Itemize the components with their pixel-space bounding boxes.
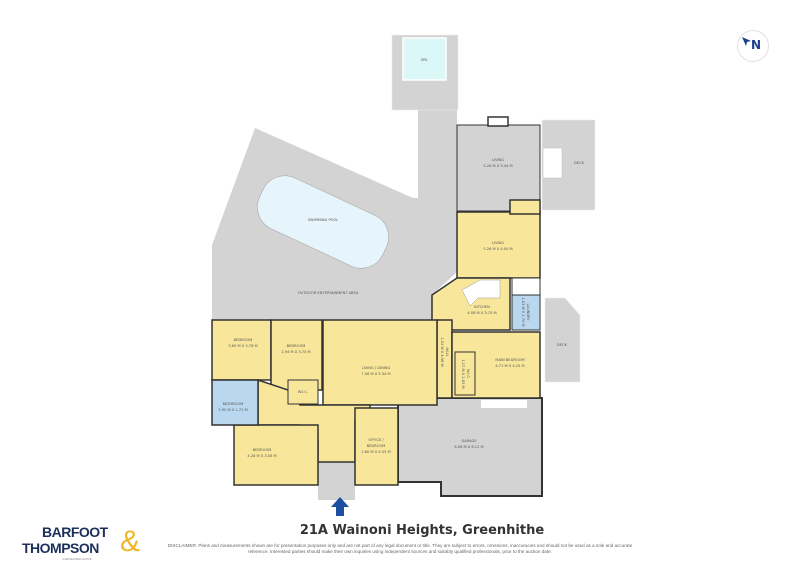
label-deck-right: DECK (557, 343, 568, 347)
label-bathroom: BATHROOM (223, 402, 244, 406)
logo-line-1: BARFOOT (42, 524, 108, 540)
compass-label: N (751, 38, 762, 52)
dims-office: 2.80 M X 4.05 M (361, 450, 390, 454)
fireplace (487, 116, 509, 127)
property-address: 21A Wainoni Heights, Greenhithe (299, 523, 545, 538)
label-garage: GARAGE (461, 439, 477, 443)
dims-upper-living: 5.26 M X 5.44 M (483, 164, 512, 168)
dims-living: 5.26 M X 4.00 M (483, 247, 512, 251)
living-dining (322, 319, 438, 406)
label-deck-top: DECK (574, 161, 585, 165)
label-living: LIVING (492, 241, 504, 245)
label-outdoor: OUTDOOR ENTERTAINMENT AREA (298, 291, 359, 295)
logo-ampersand: & (120, 525, 141, 558)
dims-bathroom: 2.90 M X 1.72 M (218, 408, 247, 412)
living (456, 211, 541, 279)
label-laundry: LAUNDRY (526, 303, 530, 321)
dims-bedroom-2: 2.94 M X 3.70 M (281, 350, 310, 354)
deck-right (544, 297, 581, 383)
upper-living (456, 124, 541, 212)
label-living-dining: LIVING / DINING (362, 366, 391, 370)
wic-2 (454, 351, 476, 396)
garage-shelf (481, 400, 527, 408)
kitchen-bench (461, 279, 501, 307)
entry-arrow-icon (331, 497, 349, 516)
dims-garage: 6.06 M X 6.12 M (454, 445, 483, 449)
disclaimer: DISCLAIMER: Plans and measurements shown… (167, 543, 633, 554)
brand-logo: BARFOOT THOMPSON & LICENSED REAL ESTATE (22, 524, 152, 568)
bathroom (211, 379, 259, 426)
bedroom-1 (211, 319, 272, 381)
office-bedroom (354, 407, 399, 486)
logo-line-2: THOMPSON (22, 540, 99, 556)
label-bedroom-2: BEDROOM (287, 344, 306, 348)
stairs (542, 147, 563, 179)
dims-laundry: 1.63 M X 1.70 M (521, 297, 525, 326)
swimming-pool (257, 175, 389, 269)
dims-wic-2: 1.27 M X 2.85 M (461, 359, 465, 388)
label-hall: HALL (445, 347, 449, 356)
shower (511, 277, 541, 296)
logo-tagline: LICENSED REAL ESTATE (62, 558, 92, 561)
wic-1 (287, 379, 319, 405)
living-nook (509, 199, 541, 215)
dims-main-bedroom: 4.71 M X 4.25 M (495, 364, 524, 368)
label-office: OFFICE / (368, 438, 384, 442)
label-office-2: BEDROOM (367, 444, 386, 448)
label-bedroom-3: BEDROOM (253, 448, 272, 452)
compass: N (737, 30, 769, 62)
dims-hall: 1.52 M X 4.98 M (440, 337, 444, 366)
laundry (511, 294, 541, 331)
bedroom-3 (233, 424, 319, 486)
label-upper-living: LIVING (492, 158, 504, 162)
dims-bedroom-1: 3.69 M X 3.78 M (228, 344, 257, 348)
entry (318, 462, 355, 500)
label-bedroom-1: BEDROOM (234, 338, 253, 342)
label-pool: SWIMMING POOL (308, 218, 339, 222)
label-spa: SPA (421, 58, 428, 62)
label-kitchen: KITCHEN (474, 305, 490, 309)
dims-living-dining: 7.46 M X 5.34 M (361, 372, 390, 376)
spa (402, 37, 447, 81)
label-main-bedroom: MAIN BEDROOM (495, 358, 524, 362)
dims-kitchen: 4.08 M X 3.70 M (467, 311, 496, 315)
dims-bedroom-3: 4.28 M X 3.58 M (247, 454, 276, 458)
label-wic-2: W.I.C. (466, 369, 470, 379)
label-wic-1: W.I.C. (298, 390, 308, 394)
north-arrow-icon (742, 37, 751, 46)
